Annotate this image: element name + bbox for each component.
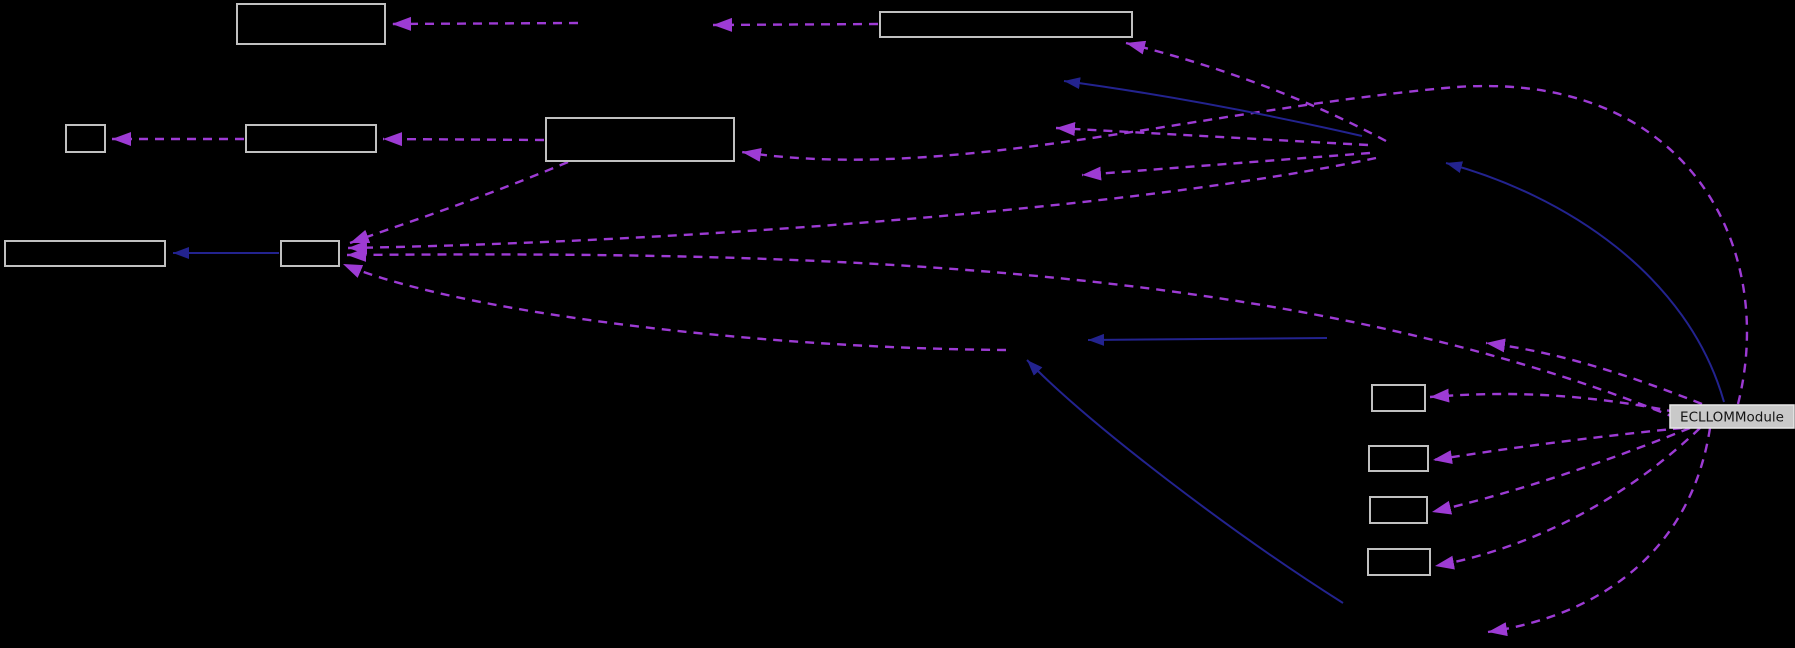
edge-dashed-from-top-middle: [712, 17, 879, 32]
class-node-left-small[interactable]: [65, 124, 106, 153]
class-node-left-junction[interactable]: [280, 240, 340, 267]
edge-dashed-main-to-right-3: [1431, 426, 1691, 515]
edge-solid-horizontal: [1087, 333, 1328, 346]
edge-solid-main-to-hub: [1445, 161, 1725, 403]
edge-dashed-hub-to-junction: [347, 156, 1377, 255]
class-node-right-3[interactable]: [1369, 496, 1428, 524]
main-node-box[interactable]: [1669, 404, 1795, 429]
edge-dashed-hub-to-top-middle: [1125, 40, 1387, 143]
edge-dashed-lower-to-junction: [342, 262, 1007, 352]
edge-dashed-hub-fan-1: [1055, 122, 1369, 147]
main-node-label: ECLLOMModule: [1680, 410, 1784, 426]
main-class-node[interactable]: ECLLOMModule: [1669, 404, 1795, 429]
edge-dashed-hub-fan-2: [1081, 151, 1371, 181]
class-node-right-4[interactable]: [1367, 548, 1431, 576]
edge-dashed-main-to-junction: [346, 247, 1677, 420]
edge-dashed-main-to-right-4: [1434, 427, 1701, 570]
edge-dashed-main-to-right-2: [1432, 426, 1683, 465]
class-node-wide-left[interactable]: [4, 240, 166, 267]
class-node-left-mid[interactable]: [245, 124, 377, 153]
edge-solid-hub-fan: [1063, 77, 1363, 137]
class-node-top-left[interactable]: [236, 3, 386, 45]
class-node-right-2[interactable]: [1368, 445, 1429, 472]
class-node-center[interactable]: [545, 117, 735, 162]
edge-solid-diagonal: [1026, 359, 1344, 604]
edge-dashed-center-to-junction: [349, 160, 569, 245]
edge-dashed-main-to-right-1: [1429, 388, 1677, 414]
edge-dashed-main-to-bottom: [1487, 427, 1712, 637]
edge-dashed-to-top-left: [391, 16, 579, 31]
class-node-right-1[interactable]: [1371, 384, 1426, 412]
class-node-top-middle[interactable]: [879, 11, 1133, 38]
edge-dashed-main-to-upper: [1485, 338, 1703, 406]
edge-dashed-main-to-center: [741, 85, 1749, 405]
edge-dashed-center-to-left-mid: [382, 132, 545, 147]
